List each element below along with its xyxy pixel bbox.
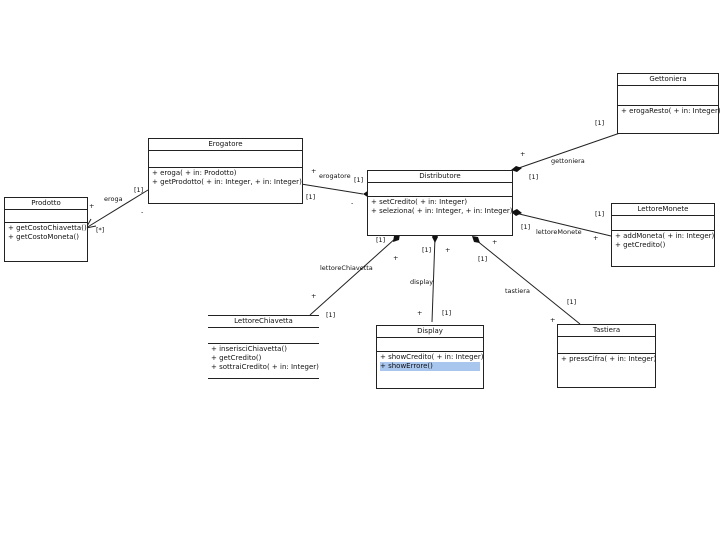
label-lettoremonete-role: lettoreMonete: [536, 228, 582, 236]
class-tastiera-op-1[interactable]: + pressCifra( + in: Integer): [561, 355, 657, 363]
class-display-op-1[interactable]: + showCredito( + in: Integer): [380, 353, 484, 361]
class-prodotto-op-1[interactable]: + getCostoChiavetta(): [8, 224, 87, 232]
class-distributore[interactable]: Distributore + setCredito( + in: Integer…: [367, 170, 513, 236]
label-erogatore-plus: +: [311, 167, 317, 175]
label-display-role: display: [410, 278, 434, 286]
class-tastiera[interactable]: Tastiera + pressCifra( + in: Integer): [557, 324, 656, 388]
label-gettoniera-mult-top: [1]: [595, 119, 605, 127]
label-lettoremonete-mult-right: [1]: [595, 210, 605, 218]
label-display-mult-top: [1]: [422, 246, 432, 254]
assoc-lettorechiavetta-diamond: [393, 234, 400, 242]
class-lettoremonete[interactable]: LettoreMonete + addMoneta( + in: Integer…: [611, 203, 715, 267]
class-erogatore-op-2[interactable]: + getProdotto( + in: Integer, + in: Inte…: [152, 178, 302, 186]
label-erogatore-minus: -: [351, 199, 354, 207]
class-gettoniera-operations: + erogaResto( + in: Integer): [618, 106, 720, 117]
label-tastiera-plus2: +: [550, 316, 556, 324]
class-prodotto-op-2[interactable]: + getCostoMoneta(): [8, 233, 79, 241]
label-lettoremonete-mult: [1]: [521, 223, 531, 231]
class-display-attributes: [377, 338, 483, 352]
assoc-gettoniera-line: [512, 132, 621, 171]
class-display[interactable]: Display + showCredito( + in: Integer) + …: [376, 325, 484, 389]
class-tastiera-name: Tastiera: [558, 325, 655, 337]
class-distributore-op-2[interactable]: + seleziona( + in: Integer, + in: Intege…: [371, 207, 513, 215]
class-lettorechiavetta-op-3[interactable]: + sottraiCredito( + in: Integer): [211, 363, 319, 371]
label-eroga-role: eroga: [104, 195, 123, 203]
class-erogatore-name: Erogatore: [149, 139, 302, 151]
class-lettorechiavetta-op-1[interactable]: + inserisciChiavetta(): [211, 345, 287, 353]
class-prodotto-operations: + getCostoChiavetta() + getCostoMoneta(): [5, 223, 87, 243]
label-erogatore-mult-left: [1]: [306, 193, 316, 201]
label-lettorechiavetta-plus: +: [393, 254, 399, 262]
class-erogatore-operations: + eroga( + in: Prodotto) + getProdotto( …: [149, 168, 302, 188]
class-tastiera-attributes: [558, 337, 655, 354]
label-tastiera-mult-bottom: [1]: [567, 298, 577, 306]
class-gettoniera[interactable]: Gettoniera + erogaResto( + in: Integer): [617, 73, 720, 134]
class-prodotto-attributes: [5, 210, 87, 223]
class-lettoremonete-attributes: [612, 216, 714, 231]
class-lettorechiavetta[interactable]: LettoreChiavetta + inserisciChiavetta() …: [208, 315, 319, 379]
label-eroga-mult: [1]: [134, 186, 144, 194]
class-distributore-attributes: [368, 183, 512, 197]
label-eroga-minus: -: [141, 208, 144, 216]
class-tastiera-operations: + pressCifra( + in: Integer): [558, 354, 657, 368]
label-lettoremonete-plus: +: [593, 234, 599, 242]
class-lettoremonete-operations: + addMoneta( + in: Integer) + getCredito…: [612, 231, 714, 251]
class-gettoniera-attributes: [618, 86, 718, 106]
label-gettoniera-plus: +: [520, 150, 526, 158]
class-distributore-operations: + setCredito( + in: Integer) + seleziona…: [368, 197, 513, 217]
label-lettorechiavetta-role: lettoreChiavetta: [320, 264, 373, 272]
assoc-lettorechiavetta-line: [309, 236, 398, 316]
class-lettoremonete-op-2[interactable]: + getCredito(): [615, 241, 666, 249]
class-lettorechiavetta-operations: + inserisciChiavetta() + getCredito() + …: [208, 344, 319, 373]
class-lettorechiavetta-attributes: [208, 328, 319, 344]
label-tastiera-plus: +: [492, 238, 498, 246]
label-display-plus2: +: [417, 309, 423, 317]
label-gettoniera-mult-bottom: [1]: [529, 173, 539, 181]
class-lettorechiavetta-op-2[interactable]: + getCredito(): [211, 354, 262, 362]
assoc-eroga-line: [85, 189, 149, 229]
label-tastiera-mult-top: [1]: [478, 255, 488, 263]
assoc-tastiera-line: [475, 239, 581, 325]
class-erogatore-op-1[interactable]: + eroga( + in: Prodotto): [152, 169, 237, 177]
label-lettorechiavetta-mult-bottom: [1]: [326, 311, 336, 319]
label-erogatore-role: erogatore: [319, 172, 351, 180]
class-distributore-name: Distributore: [368, 171, 512, 183]
label-eroga-plus: +: [89, 202, 95, 210]
label-erogatore-mult: [1]: [354, 176, 364, 184]
assoc-gettoniera-diamond: [511, 166, 522, 172]
class-erogatore[interactable]: Erogatore + eroga( + in: Prodotto) + get…: [148, 138, 303, 204]
class-lettoremonete-name: LettoreMonete: [612, 204, 714, 216]
assoc-tastiera-diamond: [472, 236, 480, 243]
class-lettoremonete-op-1[interactable]: + addMoneta( + in: Integer): [615, 232, 715, 240]
label-lettorechiavetta-plus2: +: [311, 292, 317, 300]
label-display-plus: +: [445, 246, 451, 254]
label-display-mult-bottom: [1]: [442, 309, 452, 317]
class-erogatore-attributes: [149, 151, 302, 168]
label-gettoniera-role: gettoniera: [551, 157, 585, 165]
class-distributore-op-1[interactable]: + setCredito( + in: Integer): [371, 198, 468, 206]
class-gettoniera-op-1[interactable]: + erogaResto( + in: Integer): [621, 107, 720, 115]
class-display-operations: + showCredito( + in: Integer) + showErro…: [377, 352, 483, 372]
label-eroga-star: [*]: [96, 226, 105, 234]
label-lettorechiavetta-mult-top: [1]: [376, 236, 386, 244]
class-prodotto[interactable]: Prodotto + getCostoChiavetta() + getCost…: [4, 197, 88, 262]
class-display-op-2-selected[interactable]: + showErrore(): [380, 362, 480, 371]
assoc-display-line: [431, 236, 436, 323]
assoc-lettoremonete-line: [510, 211, 612, 237]
class-display-name: Display: [377, 326, 483, 338]
assoc-erogatore-line: [300, 183, 364, 195]
class-lettorechiavetta-name: LettoreChiavetta: [208, 316, 319, 328]
label-tastiera-role: tastiera: [505, 287, 530, 295]
class-prodotto-name: Prodotto: [5, 198, 87, 210]
class-gettoniera-name: Gettoniera: [618, 74, 718, 86]
assoc-lettoremonete-diamond: [511, 209, 522, 216]
